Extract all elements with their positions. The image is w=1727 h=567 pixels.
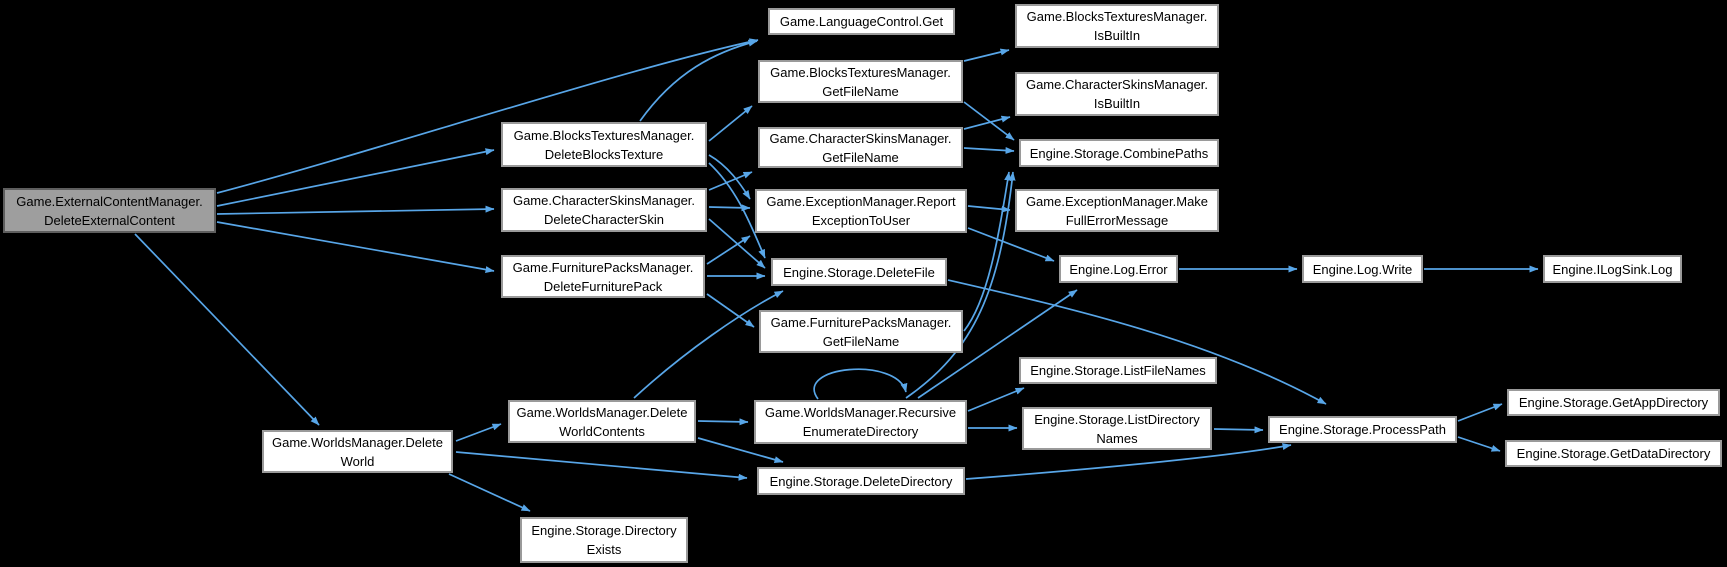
edge-recursive-combinepaths	[905, 171, 1016, 399]
node-delete-file[interactable]: Engine.Storage.DeleteFile	[771, 258, 947, 286]
node-character-skins-is-built-in[interactable]: Game.CharacterSkinsManager. IsBuiltIn	[1015, 72, 1219, 116]
node-make-full-error-message[interactable]: Game.ExceptionManager.Make FullErrorMess…	[1015, 189, 1219, 232]
edge-bt_delete-report	[708, 154, 751, 200]
node-delete-character-skin[interactable]: Game.CharacterSkinsManager. DeleteCharac…	[501, 188, 707, 232]
edge-wm_contents-deletedir	[697, 437, 784, 464]
node-list-file-names[interactable]: Engine.Storage.ListFileNames	[1019, 357, 1217, 384]
node-blocks-textures-get-file-name[interactable]: Game.BlocksTexturesManager. GetFileName	[758, 60, 963, 103]
edge-bt_delete-lang_get	[639, 39, 758, 122]
edge-cs_delete-report	[708, 204, 751, 212]
edge-listdirnames-processpath	[1213, 426, 1264, 434]
node-process-path[interactable]: Engine.Storage.ProcessPath	[1268, 416, 1457, 443]
edge-cs_getfilename-cs_isbuiltin	[963, 115, 1011, 130]
edge-bt_getfilename-bt_isbuiltin	[963, 48, 1010, 62]
edge-recursive-self-loop	[813, 368, 908, 400]
node-delete-furniture-pack[interactable]: Game.FurniturePacksManager. DeleteFurnit…	[501, 255, 705, 298]
edge-processpath-getappdir	[1457, 403, 1503, 422]
edge-bt_delete-bt_getfilename	[708, 105, 753, 142]
edge-fp_getfilename-combinepaths	[963, 171, 1012, 332]
edge-wm_world-wm_contents	[455, 423, 502, 442]
node-get-data-directory[interactable]: Engine.Storage.GetDataDirectory	[1505, 440, 1722, 467]
node-character-skins-get-file-name[interactable]: Game.CharacterSkinsManager. GetFileName	[758, 127, 963, 168]
edge-fp_delete-report	[706, 235, 751, 265]
edge-report-log_error	[967, 227, 1055, 262]
edge-root-cs_delete	[216, 205, 495, 215]
node-delete-world[interactable]: Game.WorldsManager.Delete World	[262, 430, 453, 473]
node-delete-blocks-texture[interactable]: Game.BlocksTexturesManager. DeleteBlocks…	[501, 122, 707, 167]
edge-cs_getfilename-combinepaths	[963, 146, 1015, 154]
edge-recursive-listfilenames	[967, 387, 1025, 412]
node-recursive-enumerate-directory[interactable]: Game.WorldsManager.Recursive EnumerateDi…	[754, 400, 967, 444]
edge-wm_contents-deletefile	[633, 290, 784, 399]
edge-root-fp_delete	[216, 221, 495, 273]
node-get-app-directory[interactable]: Engine.Storage.GetAppDirectory	[1507, 389, 1720, 416]
edge-wm_world-direxists	[448, 473, 531, 512]
node-log-write[interactable]: Engine.Log.Write	[1302, 255, 1423, 283]
edge-root-wm_world	[134, 233, 320, 426]
edge-deletedir-processpath	[965, 443, 1292, 480]
node-report-exception-to-user[interactable]: Game.ExceptionManager.Report ExceptionTo…	[755, 189, 967, 233]
node-blocks-textures-is-built-in[interactable]: Game.BlocksTexturesManager. IsBuiltIn	[1015, 4, 1219, 48]
node-ilogsink-log[interactable]: Engine.ILogSink.Log	[1543, 255, 1682, 283]
node-directory-exists[interactable]: Engine.Storage.Directory Exists	[520, 517, 688, 563]
edge-root-bt_delete	[216, 148, 495, 207]
edge-recursive-log_error	[917, 289, 1078, 399]
edge-root-lang_get	[216, 38, 759, 194]
edge-cs_delete-cs_getfilename	[708, 171, 753, 191]
edge-bt_getfilename-combinepaths	[963, 101, 1015, 141]
node-delete-directory[interactable]: Engine.Storage.DeleteDirectory	[757, 467, 965, 495]
node-furniture-packs-get-file-name[interactable]: Game.FurniturePacksManager. GetFileName	[759, 310, 963, 353]
edge-wm_world-deletedir	[455, 451, 748, 481]
node-language-control-get[interactable]: Game.LanguageControl.Get	[768, 8, 955, 35]
edge-fp_delete-fp_getfilename	[706, 293, 755, 328]
node-combine-paths[interactable]: Engine.Storage.CombinePaths	[1019, 139, 1219, 167]
edge-wm_contents-recursive	[697, 418, 749, 426]
edge-processpath-getdatadir	[1457, 436, 1501, 452]
node-list-directory-names[interactable]: Engine.Storage.ListDirectory Names	[1022, 407, 1212, 450]
node-delete-world-contents[interactable]: Game.WorldsManager.Delete WorldContents	[508, 400, 696, 443]
node-log-error[interactable]: Engine.Log.Error	[1059, 255, 1178, 283]
edge-deletefile-processpath	[947, 279, 1327, 405]
node-delete-external-content: Game.ExternalContentManager. DeleteExter…	[3, 188, 216, 233]
